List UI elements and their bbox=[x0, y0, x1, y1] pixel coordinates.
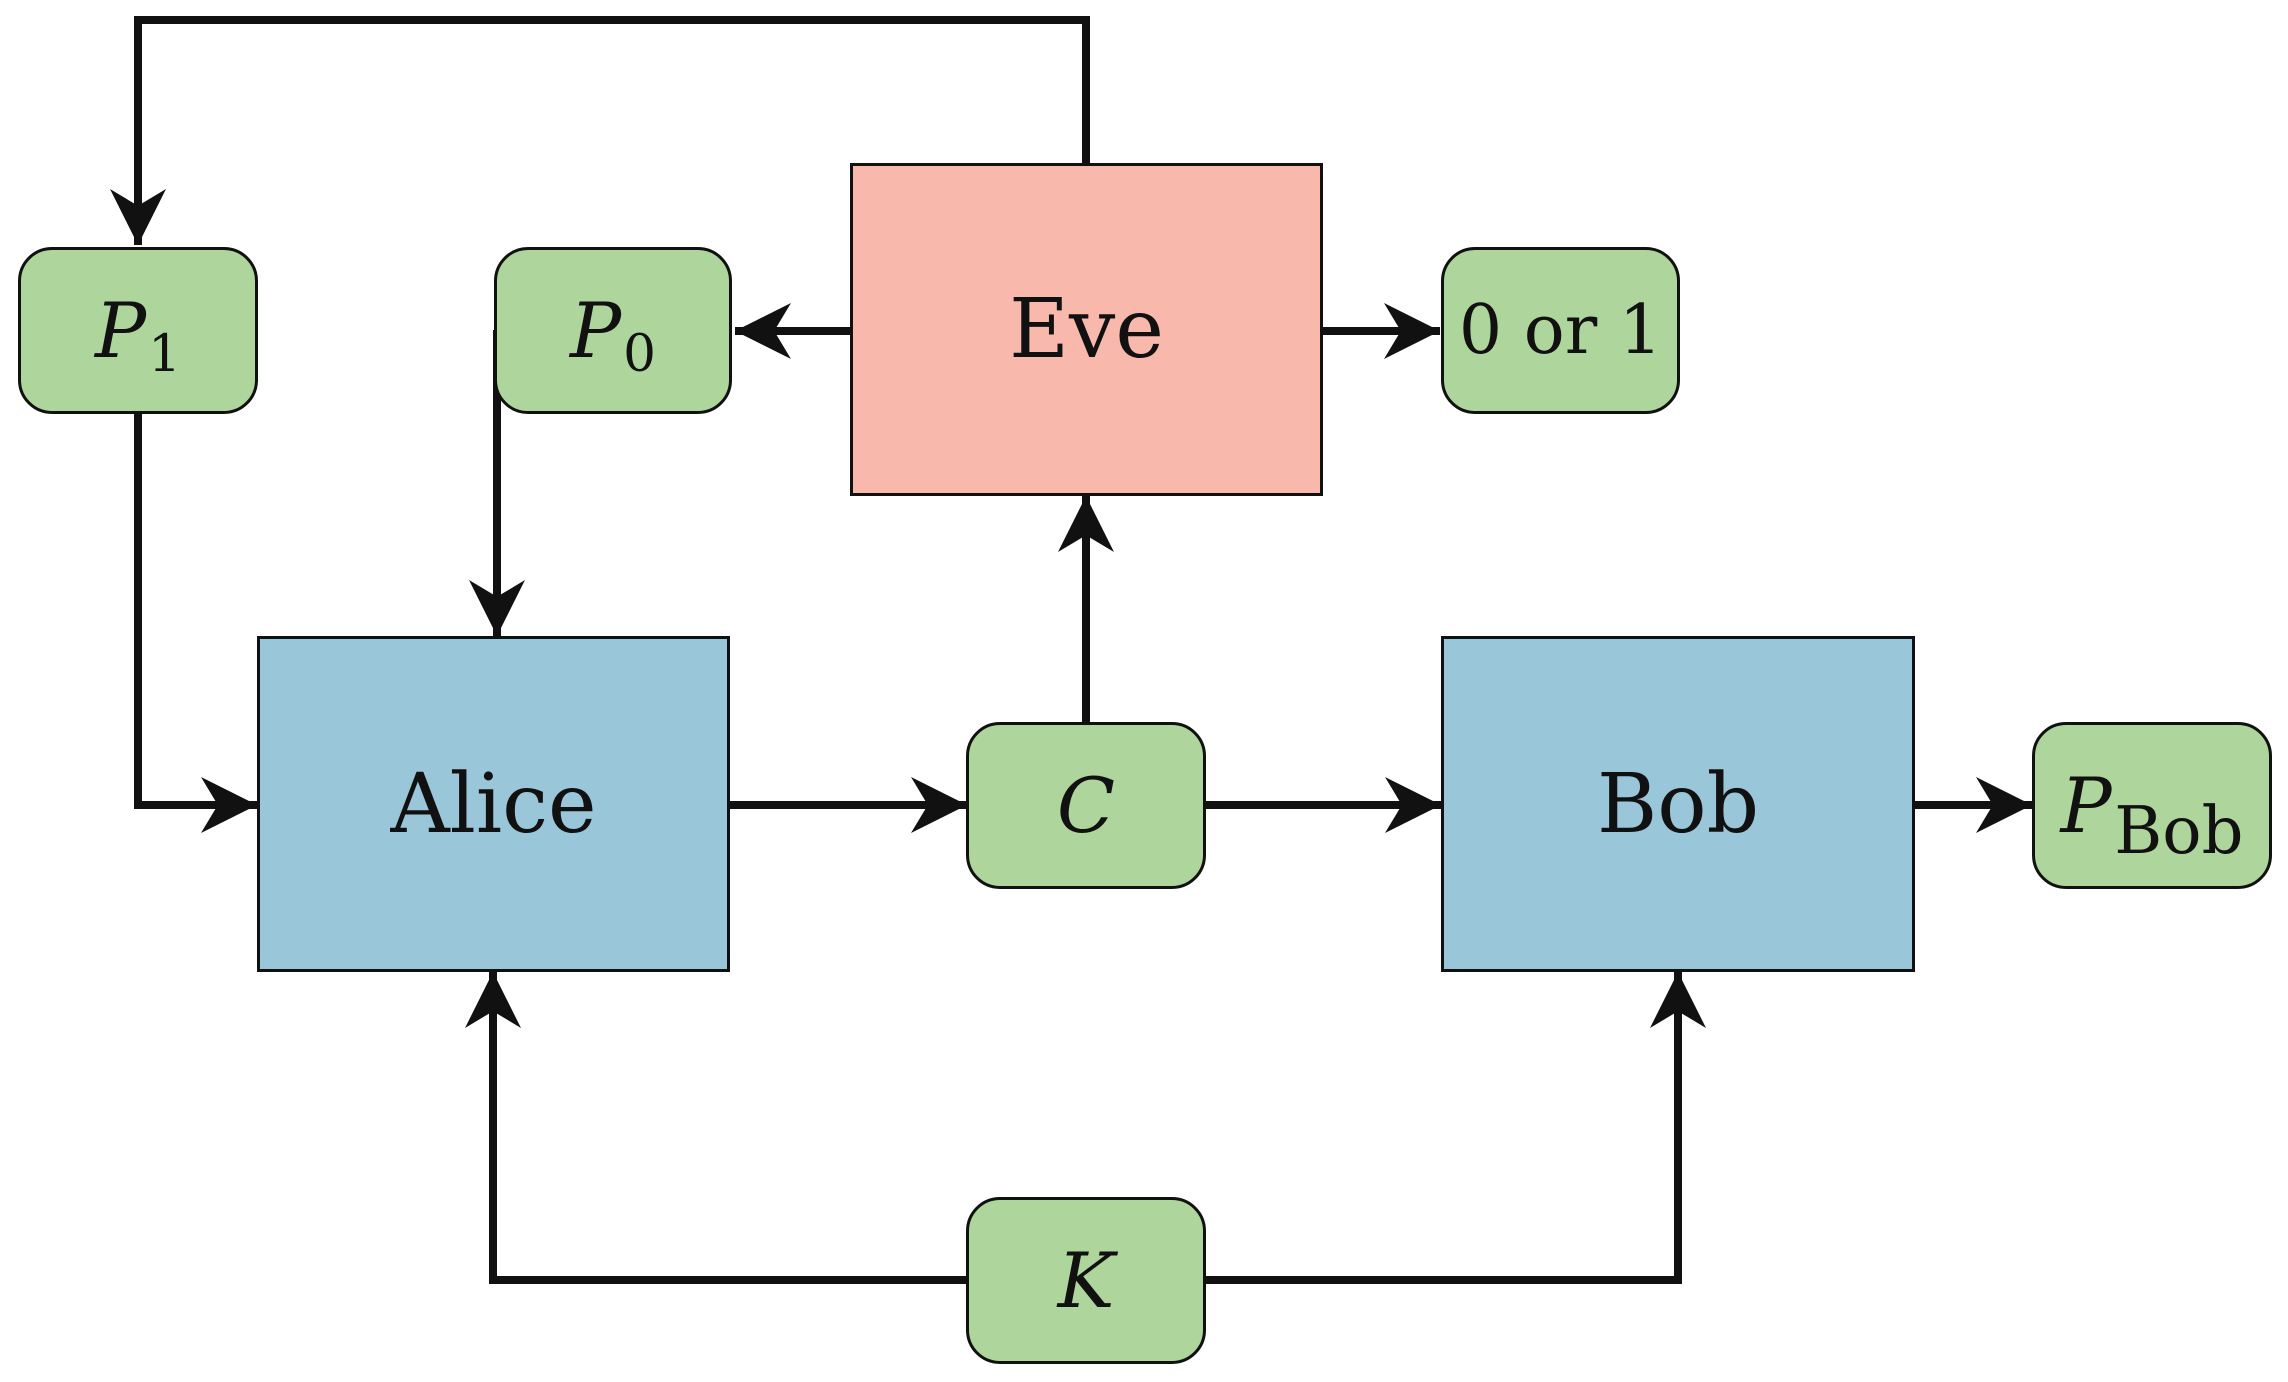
guess-node: 0 or 1 bbox=[1441, 247, 1680, 414]
p1-node: P1 bbox=[18, 247, 258, 414]
eve-node: Eve bbox=[850, 163, 1323, 496]
p0-subscript: 0 bbox=[623, 324, 657, 385]
pbob-subscript: Bob bbox=[2114, 792, 2244, 869]
k-node: K bbox=[966, 1197, 1206, 1364]
bob-node: Bob bbox=[1441, 636, 1915, 972]
edge-k-alice bbox=[465, 972, 967, 1284]
c-label: C bbox=[1056, 761, 1116, 850]
guess-label: 0 or 1 bbox=[1458, 291, 1663, 370]
p1-subscript: 1 bbox=[148, 324, 182, 385]
p1-symbol: P bbox=[94, 286, 147, 375]
alice-label: Alice bbox=[390, 756, 597, 852]
p0-label: P0 bbox=[569, 286, 656, 384]
bob-label: Bob bbox=[1596, 756, 1760, 852]
p1-label: P1 bbox=[94, 286, 181, 384]
pbob-symbol: P bbox=[2060, 761, 2112, 850]
pbob-node: PBob bbox=[2032, 722, 2272, 889]
p0-node: P0 bbox=[494, 247, 732, 414]
c-node: C bbox=[966, 722, 1206, 889]
p0-symbol: P bbox=[569, 286, 622, 375]
alice-node: Alice bbox=[257, 636, 730, 972]
edge-eve-p1 bbox=[110, 16, 1090, 245]
pbob-label: PBob bbox=[2060, 761, 2244, 869]
edge-p1-alice bbox=[134, 412, 257, 833]
eve-label: Eve bbox=[1009, 282, 1164, 377]
k-label: K bbox=[1057, 1236, 1115, 1325]
edge-k-bob bbox=[1205, 972, 1706, 1284]
